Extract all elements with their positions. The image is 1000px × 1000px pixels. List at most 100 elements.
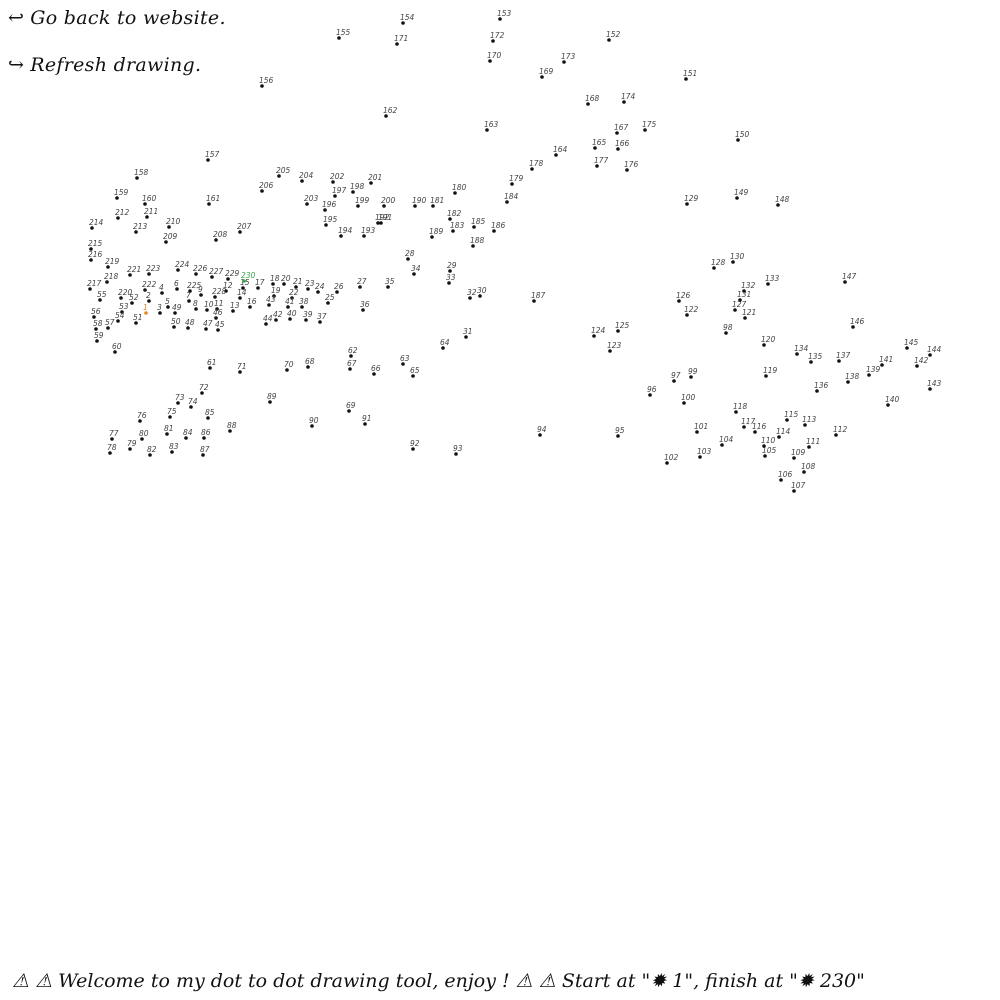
dot-76[interactable]: 76 <box>137 411 147 423</box>
dot-92[interactable]: 92 <box>410 439 420 451</box>
dot-216[interactable]: 216 <box>88 250 103 262</box>
dot-107[interactable]: 107 <box>791 481 806 493</box>
dot-51[interactable]: 51 <box>133 313 143 325</box>
dot-97[interactable]: 97 <box>671 371 681 383</box>
dot-192[interactable]: 192 <box>375 213 390 225</box>
dot-22[interactable]: 22 <box>289 288 299 300</box>
dot-18[interactable]: 18 <box>270 274 280 286</box>
dot-215[interactable]: 215 <box>88 239 103 251</box>
dot-202[interactable]: 202 <box>330 172 345 184</box>
dot-69[interactable]: 69 <box>346 401 356 413</box>
dot-123[interactable]: 123 <box>607 341 622 353</box>
dot-159[interactable]: 159 <box>114 188 129 200</box>
dot-185[interactable]: 185 <box>471 217 486 229</box>
dot-75[interactable]: 75 <box>167 407 177 419</box>
dot-176[interactable]: 176 <box>624 160 639 172</box>
dot-193[interactable]: 193 <box>361 226 376 238</box>
dot-135[interactable]: 135 <box>808 352 823 364</box>
dot-208[interactable]: 208 <box>213 230 228 242</box>
dot-84[interactable]: 84 <box>183 428 193 440</box>
dot-173[interactable]: 173 <box>561 52 576 64</box>
dot-68[interactable]: 68 <box>305 357 315 369</box>
dot-95[interactable]: 95 <box>615 426 625 438</box>
dot-224[interactable]: 224 <box>175 260 190 272</box>
dot-129[interactable]: 129 <box>684 194 699 206</box>
dot-153[interactable]: 153 <box>497 9 512 21</box>
dot-212[interactable]: 212 <box>115 208 130 220</box>
refresh-drawing-link[interactable]: ↪Refresh drawing. <box>8 54 201 76</box>
dot-199[interactable]: 199 <box>355 196 370 208</box>
dot-148[interactable]: 148 <box>775 195 790 207</box>
dot-154[interactable]: 154 <box>400 13 415 25</box>
dot-230[interactable]: 230 <box>241 271 256 283</box>
dot-143[interactable]: 143 <box>927 379 942 391</box>
dot-138[interactable]: 138 <box>845 372 860 384</box>
dot-228[interactable]: 228 <box>212 287 227 299</box>
dot-37[interactable]: 37 <box>317 312 327 324</box>
dot-89[interactable]: 89 <box>267 392 277 404</box>
dot-102[interactable]: 102 <box>664 453 679 465</box>
dot-150[interactable]: 150 <box>735 130 750 142</box>
dot-189[interactable]: 189 <box>429 227 444 239</box>
dot-48[interactable]: 48 <box>185 318 195 330</box>
dot-179[interactable]: 179 <box>509 174 524 186</box>
dot-80[interactable]: 80 <box>139 429 149 441</box>
dot-25[interactable]: 25 <box>325 293 335 305</box>
dot-127[interactable]: 127 <box>732 300 747 312</box>
dot-130[interactable]: 130 <box>730 252 745 264</box>
dot-44[interactable]: 44 <box>263 314 273 326</box>
dot-220[interactable]: 220 <box>118 288 133 300</box>
dot-82[interactable]: 82 <box>147 445 157 457</box>
dot-20[interactable]: 20 <box>281 274 291 286</box>
dot-147[interactable]: 147 <box>842 272 857 284</box>
dot-131[interactable]: 131 <box>737 290 751 302</box>
dot-181[interactable]: 181 <box>430 196 444 208</box>
dot-126[interactable]: 126 <box>676 291 691 303</box>
dot-87[interactable]: 87 <box>200 445 210 457</box>
dot-203[interactable]: 203 <box>304 194 319 206</box>
dot-57[interactable]: 57 <box>105 318 115 330</box>
dot-6[interactable]: 6 <box>174 279 179 291</box>
dot-54[interactable]: 54 <box>115 311 125 323</box>
dot-111[interactable]: 111 <box>806 437 820 449</box>
dot-227[interactable]: 227 <box>209 267 224 279</box>
dot-70[interactable]: 70 <box>284 360 294 372</box>
dot-180[interactable]: 180 <box>452 183 467 195</box>
dot-115[interactable]: 115 <box>784 410 799 422</box>
dot-146[interactable]: 146 <box>850 317 865 329</box>
dot-164[interactable]: 164 <box>553 145 568 157</box>
dot-64[interactable]: 64 <box>440 338 450 350</box>
dot-119[interactable]: 119 <box>763 366 778 378</box>
dot-172[interactable]: 172 <box>490 31 505 43</box>
dot-81[interactable]: 81 <box>164 424 174 436</box>
dot-36[interactable]: 36 <box>360 300 370 312</box>
dot-133[interactable]: 133 <box>765 274 780 286</box>
dot-32[interactable]: 32 <box>467 288 477 300</box>
dot-79[interactable]: 79 <box>127 439 137 451</box>
dot-77[interactable]: 77 <box>109 429 119 441</box>
dot-91[interactable]: 91 <box>362 414 372 426</box>
dot-98[interactable]: 98 <box>723 323 733 335</box>
dot-229[interactable]: 229 <box>225 269 240 281</box>
dot-141[interactable]: 141 <box>879 355 893 367</box>
dot-10[interactable]: 10 <box>204 300 214 312</box>
dot-174[interactable]: 174 <box>621 92 636 104</box>
dot-168[interactable]: 168 <box>585 94 600 106</box>
dot-30[interactable]: 30 <box>477 286 487 298</box>
dot-105[interactable]: 105 <box>762 446 777 458</box>
dot-214[interactable]: 214 <box>89 218 104 230</box>
dot-47[interactable]: 47 <box>203 319 213 331</box>
dot-63[interactable]: 63 <box>400 354 410 366</box>
dot-122[interactable]: 122 <box>684 305 699 317</box>
dot-17[interactable]: 17 <box>255 278 265 290</box>
dot-108[interactable]: 108 <box>801 462 816 474</box>
dot-58[interactable]: 58 <box>93 319 103 331</box>
dot-88[interactable]: 88 <box>227 421 237 433</box>
dot-207[interactable]: 207 <box>237 222 252 234</box>
dot-161[interactable]: 161 <box>206 194 220 206</box>
dot-225[interactable]: 225 <box>187 281 202 293</box>
dot-26[interactable]: 26 <box>334 282 344 294</box>
dot-56[interactable]: 56 <box>91 307 101 319</box>
dot-163[interactable]: 163 <box>484 120 499 132</box>
